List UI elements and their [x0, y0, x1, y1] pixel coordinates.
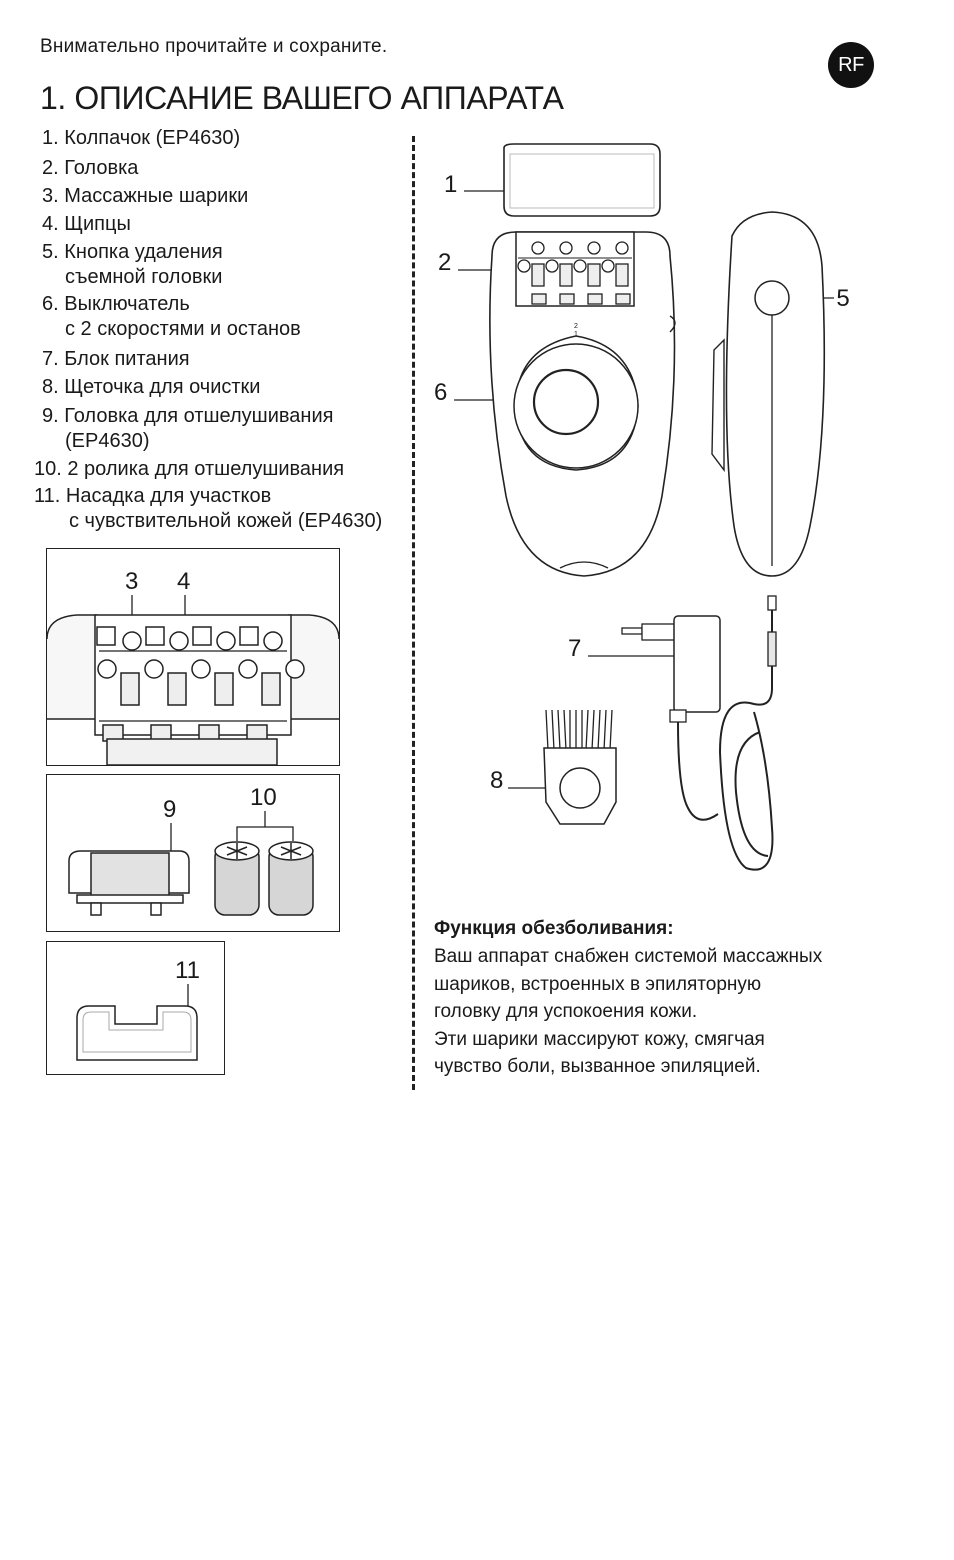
epilator-illustration: 1 2 6 5 2 1 — [434, 143, 850, 577]
speed-label-2: 2 — [574, 323, 578, 330]
list-item: 9. Головка для отшелушивания — [42, 405, 334, 427]
function-title: Функция обезболивания: — [434, 918, 674, 939]
function-line: головку для успокоения кожи. — [434, 1001, 698, 1022]
callout-10: 10 — [250, 784, 277, 811]
function-line: шариков, встроенных в эпиляторную — [434, 973, 762, 995]
callout-2: 2 — [438, 249, 451, 276]
exfoliation-head-illustration: 9 10 — [68, 784, 314, 916]
callout-9: 9 — [163, 796, 176, 823]
list-item: 8. Щеточка для очистки — [42, 376, 261, 398]
function-line: чувство боли, вызванное эпиляцией. — [434, 1056, 761, 1077]
epilation-head-illustration: 3 4 — [46, 568, 340, 766]
list-item: 3. Массажные шарики — [42, 185, 249, 207]
list-item: 6. Выключатель — [42, 293, 190, 315]
function-line: Ваш аппарат снабжен системой массажных — [434, 946, 823, 967]
sensitive-attachment-panel: 11 — [46, 941, 225, 1075]
list-item: 5. Кнопка удаления — [42, 241, 223, 263]
list-item: 7. Блок питания — [42, 348, 190, 370]
callout-7: 7 — [568, 635, 581, 662]
list-item-continued: с чувствительной кожей (EP4630) — [69, 510, 383, 532]
callout-6: 6 — [434, 379, 447, 406]
exfoliation-panel: 9 10 — [46, 774, 340, 932]
language-badge: RF — [828, 42, 874, 88]
speed-label-1: 1 — [574, 331, 578, 338]
list-item: 10. 2 ролика для отшелушивания — [34, 458, 345, 480]
callout-11: 11 — [175, 957, 200, 984]
section-title: 1. ОПИСАНИЕ ВАШЕГО АППАРАТА — [40, 80, 564, 116]
function-line: Эти шарики массируют кожу, смягчая — [434, 1028, 765, 1050]
list-item: 1. Колпачок (EP4630) — [42, 127, 241, 149]
list-item: 2. Головка — [42, 157, 139, 179]
head-closeup-panel: 3 4 — [46, 548, 340, 766]
list-item-continued: с 2 скоростями и останов — [65, 318, 301, 340]
column-divider — [412, 136, 415, 1090]
callout-5: 5 — [836, 285, 849, 312]
callout-3: 3 — [125, 568, 138, 595]
list-item-continued: съемной головки — [65, 266, 223, 288]
list-item: 11. Насадка для участков — [34, 485, 272, 507]
list-item-continued: (EP4630) — [65, 430, 150, 452]
callout-1: 1 — [444, 171, 457, 198]
callout-8: 8 — [490, 767, 503, 794]
list-item: 4. Щипцы — [42, 213, 131, 235]
intro-note: Внимательно прочитайте и сохраните. — [40, 36, 388, 57]
sensitive-attachment-illustration: 11 — [76, 957, 200, 1061]
accessories-illustration: 7 8 — [490, 595, 777, 871]
function-description: Ваш аппарат снабжен системой массажных ш… — [434, 943, 904, 1081]
callout-4: 4 — [177, 568, 190, 595]
